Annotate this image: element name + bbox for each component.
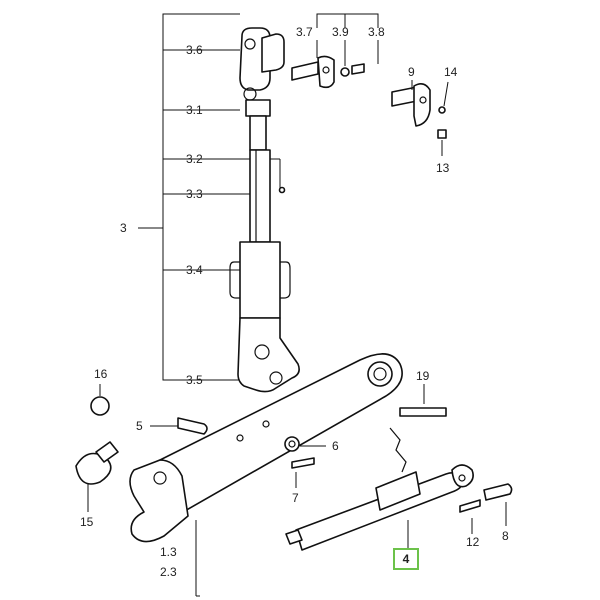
label-6: 6	[332, 439, 339, 453]
parts-9-13-14	[391, 80, 449, 156]
parts-3-7-3-8-3-9	[291, 40, 379, 89]
label-3-1: 3.1	[186, 103, 203, 117]
label-7: 7	[292, 491, 299, 505]
label-3-5: 3.5	[186, 373, 203, 387]
label-15: 15	[80, 515, 94, 529]
label-13: 13	[436, 161, 450, 175]
parts-5-6-7	[150, 417, 326, 488]
label-3-6: 3.6	[186, 43, 203, 57]
label-9: 9	[408, 65, 415, 79]
label-1-3: 1.3	[160, 545, 177, 559]
highlighted-callout-4[interactable]: 4	[393, 548, 419, 570]
stabilizer-assembly-4[interactable]	[285, 384, 513, 551]
parts-15-16	[75, 384, 119, 512]
label-3-3: 3.3	[186, 187, 203, 201]
assembly-3-bracket	[138, 13, 379, 381]
label-2-3: 2.3	[160, 565, 177, 579]
label-4: 4	[402, 552, 410, 566]
label-3-2: 3.2	[186, 152, 203, 166]
label-8: 8	[502, 529, 509, 543]
label-3-8: 3.8	[368, 25, 385, 39]
top-link-assembly	[229, 27, 300, 393]
label-3-4: 3.4	[186, 263, 203, 277]
label-5: 5	[136, 419, 143, 433]
label-16: 16	[94, 367, 108, 381]
label-3-9: 3.9	[332, 25, 349, 39]
label-3-7: 3.7	[296, 25, 313, 39]
label-19: 19	[416, 369, 430, 383]
lower-link-arm	[129, 353, 403, 597]
label-14: 14	[444, 65, 458, 79]
callout-labels: 3 3.6 3.1 3.2 3.3 3.4 3.5 3.7 3.9 3.8 9 …	[80, 25, 509, 579]
label-3: 3	[120, 221, 127, 235]
label-12: 12	[466, 535, 480, 549]
